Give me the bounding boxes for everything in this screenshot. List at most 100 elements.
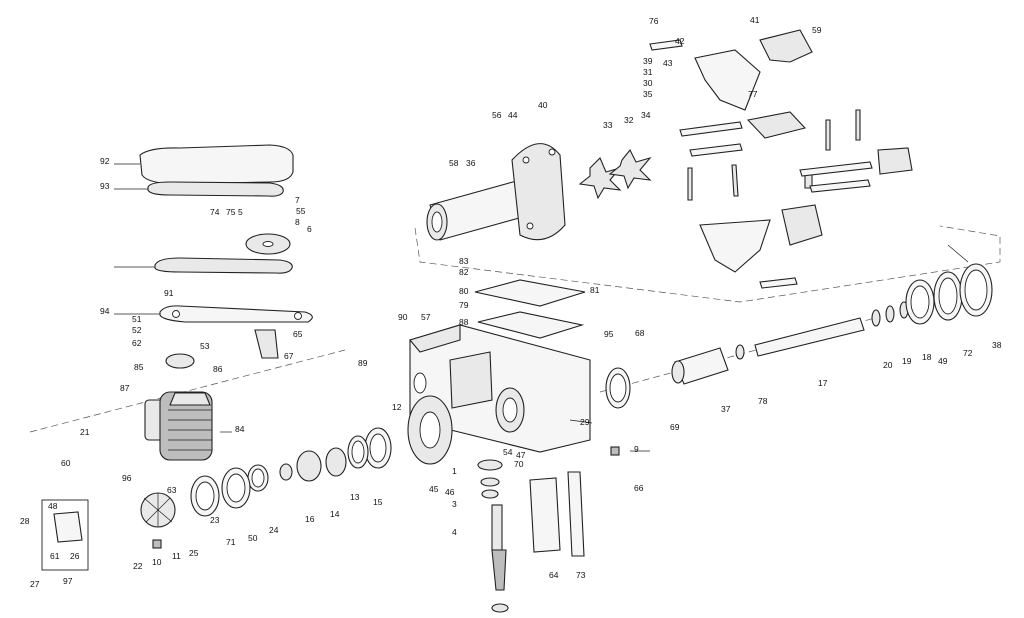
callout-64: 64 [549, 570, 559, 580]
callout-32: 32 [624, 115, 634, 125]
callout-42: 42 [675, 36, 685, 46]
callout-28: 28 [20, 516, 30, 526]
callout-95: 95 [604, 329, 614, 339]
callout-65: 65 [293, 329, 303, 339]
motor [144, 391, 213, 461]
callout-39: 39 [643, 56, 653, 66]
switch-box [53, 511, 83, 543]
callout-69: 69 [670, 422, 680, 432]
callout-12: 12 [392, 402, 402, 412]
callout-66: 66 [634, 483, 644, 493]
callout-86: 86 [213, 364, 223, 374]
callout-60: 60 [61, 458, 71, 468]
callout-34: 34 [641, 110, 651, 120]
callout-3: 3 [452, 499, 457, 509]
callout-84: 84 [235, 424, 245, 434]
belt-upper [147, 181, 284, 197]
lead-screw [477, 459, 509, 613]
callout-6: 6 [307, 224, 312, 234]
callout-14: 14 [330, 509, 340, 519]
callout-29: 29 [580, 417, 590, 427]
callout-87: 87 [120, 383, 130, 393]
callout-76: 76 [649, 16, 659, 26]
belt-lower [154, 257, 293, 274]
callout-53: 53 [200, 341, 210, 351]
callout-63: 63 [167, 485, 177, 495]
callout-9: 9 [634, 444, 639, 454]
callout-15: 15 [373, 497, 383, 507]
bracket [254, 329, 279, 359]
callout-54: 54 [503, 447, 513, 457]
callout-31: 31 [643, 67, 653, 77]
callout-50: 50 [248, 533, 258, 543]
callout-35: 35 [643, 89, 653, 99]
gear-33 [608, 148, 652, 190]
callout-55: 55 [296, 206, 306, 216]
callout-5: 5 [238, 207, 243, 217]
callout-22: 22 [133, 561, 143, 571]
callout-25: 25 [189, 548, 199, 558]
callout-49: 49 [938, 356, 948, 366]
callout-37: 37 [721, 404, 731, 414]
callout-23: 23 [210, 515, 220, 525]
clamp-block-right [877, 147, 913, 175]
cover-plate [474, 279, 586, 307]
callout-83: 83 [459, 256, 469, 266]
callout-8: 8 [295, 217, 300, 227]
callout-43: 43 [663, 58, 673, 68]
callout-26: 26 [70, 551, 80, 561]
callout-82: 82 [459, 267, 469, 277]
callout-21: 21 [80, 427, 90, 437]
callout-33: 33 [603, 120, 613, 130]
callout-61: 61 [50, 551, 60, 561]
callout-44: 44 [508, 110, 518, 120]
callout-91: 91 [164, 288, 174, 298]
callout-7: 7 [295, 195, 300, 205]
callout-72: 72 [963, 348, 973, 358]
callout-4: 4 [452, 527, 457, 537]
callout-88: 88 [459, 317, 469, 327]
lever-plate-lower [699, 219, 771, 273]
clamp-block [746, 111, 807, 139]
spindle-shaft [671, 317, 865, 385]
callout-78: 78 [758, 396, 768, 406]
callout-45: 45 [429, 484, 439, 494]
callout-73: 73 [576, 570, 586, 580]
callout-41: 41 [750, 15, 760, 25]
callout-81: 81 [590, 285, 600, 295]
callout-48: 48 [48, 501, 58, 511]
callout-46: 46 [445, 487, 455, 497]
lever-plate-upper [694, 49, 761, 111]
gear-32 [578, 157, 622, 200]
callout-30: 30 [643, 78, 653, 88]
callout-13: 13 [350, 492, 360, 502]
callout-36: 36 [466, 158, 476, 168]
callout-11: 11 [172, 551, 181, 561]
callout-97: 97 [63, 576, 73, 586]
callout-67: 67 [284, 351, 294, 361]
callout-labels: 1345678910111213141516171819202122232425… [20, 15, 1002, 589]
callout-92: 92 [100, 156, 110, 166]
callout-16: 16 [305, 514, 315, 524]
callout-19: 19 [902, 356, 912, 366]
gasket [477, 311, 585, 339]
gib-strip [567, 471, 585, 557]
callout-24: 24 [269, 525, 279, 535]
callout-89: 89 [358, 358, 368, 368]
callout-58: 58 [449, 158, 459, 168]
callout-1: 1 [452, 466, 457, 476]
callout-75: 75 [226, 207, 236, 217]
callout-40: 40 [538, 100, 548, 110]
leader-lines [114, 163, 969, 452]
callout-47: 47 [516, 450, 526, 460]
callout-96: 96 [122, 473, 132, 483]
belt-cover [139, 144, 294, 185]
callout-85: 85 [134, 362, 144, 372]
callout-70: 70 [514, 459, 524, 469]
motor-mount-plate [159, 305, 313, 323]
column-bracket [529, 477, 561, 553]
callout-38: 38 [992, 340, 1002, 350]
callout-93: 93 [100, 181, 110, 191]
callout-17: 17 [818, 378, 828, 388]
